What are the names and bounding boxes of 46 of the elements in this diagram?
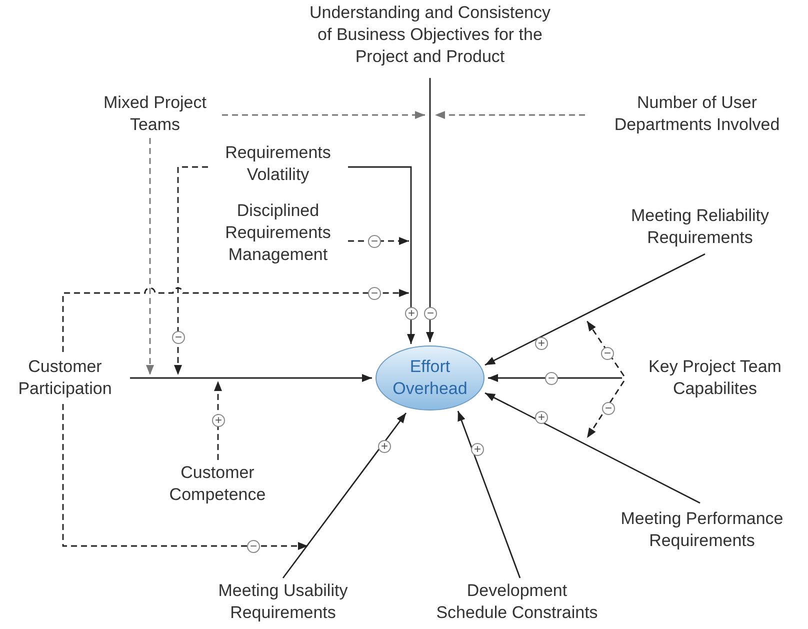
polarity-sign: −	[602, 402, 615, 415]
arrow	[426, 78, 434, 342]
dashed-arrow	[62, 287, 409, 352]
arrow	[348, 166, 415, 344]
factor-label: Mixed Project Teams	[80, 92, 230, 136]
factor-label: Meeting Performance Requirements	[597, 508, 807, 552]
factor-label: Meeting Usability Requirements	[193, 580, 373, 624]
polarity-sign: −	[368, 235, 381, 248]
polarity-sign: +	[405, 307, 418, 320]
factor-label: Development Schedule Constraints	[432, 580, 602, 624]
factor-label: Meeting Reliability Requirements	[600, 205, 800, 249]
polarity-sign: −	[368, 287, 381, 300]
dashed-arrow	[222, 111, 425, 119]
factor-label: Understanding and Consistency of Business Objectives for the Project and Product	[305, 2, 555, 68]
ellipse-node	[375, 345, 485, 411]
arrow	[282, 412, 407, 578]
dashed-arrow	[146, 138, 154, 375]
arrow	[457, 410, 521, 578]
arrow	[130, 374, 372, 382]
polarity-sign: −	[601, 347, 614, 360]
factor-label: Customer Participation	[0, 356, 130, 400]
dashed-arrow	[62, 404, 308, 550]
polarity-sign: −	[172, 331, 185, 344]
polarity-sign: +	[535, 337, 548, 350]
polarity-sign: +	[535, 411, 548, 424]
polarity-sign: +	[378, 440, 391, 453]
factor-label: Key Project Team Capabilites	[625, 356, 805, 400]
dashed-arrow	[214, 381, 222, 460]
arrow	[488, 374, 622, 382]
polarity-sign: −	[424, 307, 437, 320]
polarity-sign: +	[471, 443, 484, 456]
dashed-arrow	[348, 237, 409, 245]
polarity-sign: −	[545, 372, 558, 385]
factor-label: Requirements Volatility	[210, 142, 346, 186]
dashed-arrow	[586, 380, 625, 438]
arrow	[484, 392, 700, 504]
node-label: Effort Overhead	[392, 356, 468, 400]
dashed-arrow	[586, 320, 625, 376]
polarity-sign: −	[247, 540, 260, 553]
dashed-arrow	[435, 111, 585, 119]
polarity-sign: +	[212, 414, 225, 427]
dashed-arrow	[174, 166, 208, 375]
factor-label: Customer Competence	[150, 462, 285, 506]
factor-label: Number of User Departments Involved	[588, 92, 806, 136]
arrow	[484, 253, 706, 366]
factor-label: Disciplined Requirements Management	[210, 200, 346, 266]
